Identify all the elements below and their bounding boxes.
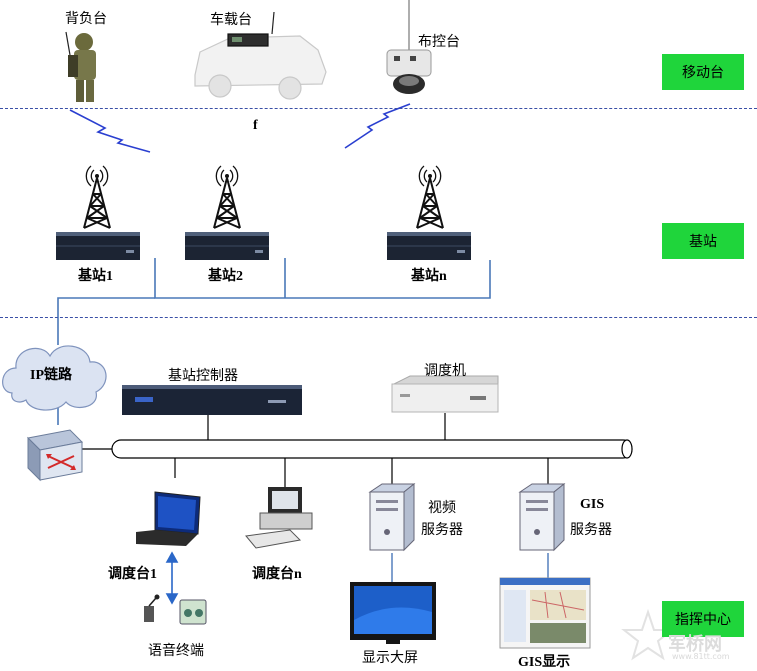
label-gis-display: GIS显示: [518, 655, 571, 670]
tier-separator-middle: [0, 317, 757, 318]
label-base-station-2: 基站2: [208, 269, 243, 284]
voice-terminal-icon: [144, 594, 207, 625]
label-console-n: 调度台n: [252, 567, 302, 582]
zone-label-base: 基站: [662, 223, 744, 259]
bus-backbone: [111, 439, 633, 459]
bus-drops: [82, 413, 549, 488]
display-links: [391, 553, 549, 582]
label-ip-link: IP链路: [30, 368, 72, 383]
label-voice-terminal: 语音终端: [148, 644, 204, 659]
deploy-unit-icon: [386, 0, 432, 94]
tier-separator-top: [0, 108, 757, 109]
label-frequency: f: [253, 118, 258, 133]
label-gis-server-1: GIS: [580, 497, 605, 512]
label-gis-server-2: 服务器: [570, 523, 612, 538]
zone-label-mobile: 移动台: [662, 54, 744, 90]
tower-2-icon: [213, 165, 241, 229]
bidirectional-arrow: [165, 551, 179, 605]
desktop-pc-icon: [245, 487, 313, 549]
tower-n-icon: [416, 165, 444, 229]
label-base-station-n: 基站n: [411, 269, 447, 284]
label-big-screen: 显示大屏: [362, 651, 418, 666]
dispatcher-device-icon: [391, 375, 499, 413]
vehicle-icon: [194, 11, 327, 100]
label-video-server-2: 服务器: [421, 523, 463, 538]
controller-device-icon: [122, 385, 302, 415]
base-station-1-unit: [55, 231, 141, 261]
laptop-icon: [136, 491, 201, 546]
label-dispatcher: 调度机: [424, 364, 466, 379]
label-console-1: 调度台1: [108, 567, 157, 582]
label-controller: 基站控制器: [168, 369, 238, 384]
network-switch-icon: [26, 429, 84, 482]
label-deploy: 布控台: [418, 35, 460, 50]
tower-1-icon: [83, 165, 111, 229]
soldier-icon: [64, 20, 98, 104]
ip-cloud-icon: [2, 345, 107, 411]
radio-link-right: [344, 103, 411, 149]
watermark-text: 军桥网: [668, 634, 722, 655]
label-video-server-1: 视频: [428, 501, 456, 516]
base-station-2-unit: [184, 231, 270, 261]
base-station-n-unit: [386, 231, 472, 261]
zone-label-command: 指挥中心: [662, 601, 744, 637]
watermark-url: www.81tt.com: [672, 652, 730, 661]
label-backpack: 背负台: [65, 12, 107, 27]
gis-display-icon: [499, 577, 591, 649]
label-base-station-1: 基站1: [78, 269, 113, 284]
video-server-icon: [368, 482, 416, 552]
radio-link-left: [69, 109, 151, 153]
gis-server-icon: [518, 482, 566, 552]
big-screen-icon: [350, 582, 436, 644]
label-vehicle: 车载台: [210, 13, 252, 28]
